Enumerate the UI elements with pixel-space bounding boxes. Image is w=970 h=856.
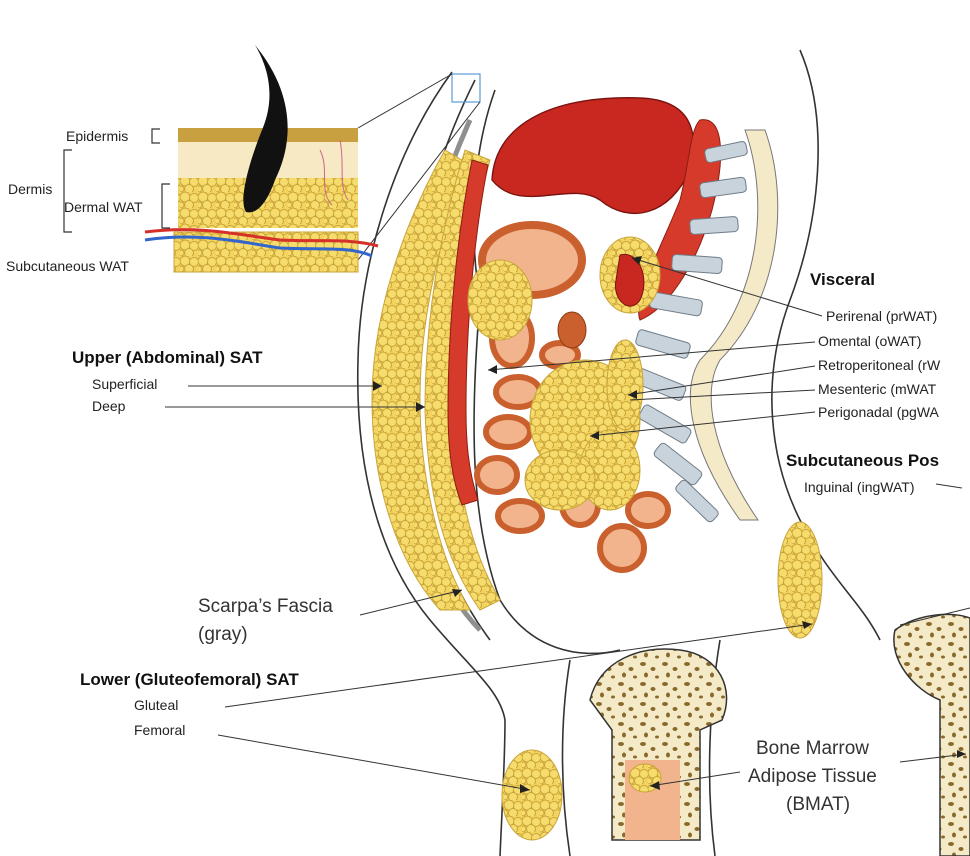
omental-fat [467,259,533,341]
superficial-sat [371,149,471,611]
bmat-label-line1: Bone Marrow [756,738,869,759]
arrowheads [373,256,966,793]
lower-sat-femoral: Femoral [134,722,186,738]
vertebra [635,329,691,359]
epidermis-label: Epidermis [66,128,129,144]
dermis-bracket [63,149,72,233]
femoral-pointer [217,734,531,791]
dermal-wat-bracket [161,183,170,229]
inset-target-box [451,73,481,103]
visceral-item-perirenal: Perirenal (prWAT) [826,308,938,324]
vertebra [671,254,723,274]
perigonadal-pointer [589,411,816,437]
bmat-label-line2: Adipose Tissue [748,766,877,787]
perirenal-pointer [631,257,823,317]
arrowhead [416,402,425,412]
nerve-fibers [319,139,349,206]
dermis-label: Dermis [8,181,53,197]
bmat-label-line3: (BMAT) [786,794,851,815]
vertebra [704,141,748,163]
vertebra [689,216,739,235]
bmat-pointer [649,771,741,787]
arrowhead [488,365,497,374]
lower-sat-gluteal: Gluteal [134,697,179,713]
blood-vessel-blue [144,235,373,258]
arrowhead [590,431,599,440]
organ-loop [557,311,587,349]
groin-outline [708,639,721,856]
bmat-right-pointer [899,753,967,763]
arrowhead [632,256,642,265]
retroperitoneal-pointer [627,365,816,396]
dermal-wat-label: Dermal WAT [64,199,143,215]
upper-sat-deep: Deep [92,398,126,414]
liver [491,97,695,215]
femur-head [589,648,728,841]
femur-right [893,613,970,856]
omental-pointer [487,341,816,371]
gluteal-pointer [224,623,813,708]
inset-connector-top [357,73,453,129]
front-body-outline [356,71,506,856]
skin-inset [144,45,481,273]
upper-sat-title: Upper (Abdominal) SAT [72,348,263,367]
vertebra [638,404,692,444]
subcutaneous-posterior-inguinal: Inguinal (ingWAT) [804,479,915,495]
lower-sat-title: Lower (Gluteofemoral) SAT [80,670,299,689]
inset-connector-bottom [357,101,481,261]
arrowhead [628,390,637,399]
back-body-outline [771,49,881,641]
organ-loop [625,491,671,529]
inset-brackets [63,128,170,233]
visceral-item-retroperitoneal: Retroperitoneal (rW [818,357,941,373]
pointer-lines [165,257,970,791]
thigh-outline [561,659,571,856]
organ-loop [597,523,647,573]
subcut-posterior-pointer [899,607,970,626]
arrowhead [957,750,966,758]
upper-sat-superficial: Superficial [92,376,158,392]
femur [589,648,728,841]
scarpa-pointer [359,589,463,616]
blood-vessel-red [144,228,379,248]
vertebra [675,479,719,523]
gut-fat [524,449,596,511]
subcutaneous-wat-label: Subcutaneous WAT [6,258,129,274]
vertebra [653,442,703,486]
mesenteric-pointer [629,389,816,401]
inguinal-pointer [935,483,963,489]
vertebra [699,176,747,199]
organ-loop [474,455,520,495]
hair-follicle [243,45,288,213]
inguinal-fat [777,521,823,639]
visceral-item-mesenteric: Mesenteric (mWAT [818,381,937,397]
epidermis-bracket [151,128,160,144]
femur-right-head [893,613,970,856]
arrowhead [650,781,660,790]
scarpa-fascia-note: (gray) [198,624,248,645]
arrowhead [373,381,382,391]
visceral-item-omental: Omental (oWAT) [818,333,922,349]
scarpa-fascia-label: Scarpa’s Fascia [198,596,333,617]
visceral-title: Visceral [810,270,875,289]
femoral-fat [501,749,563,841]
organ-loop [495,498,545,534]
arrowhead [802,621,812,629]
organ-loop [483,414,533,450]
arrowhead [452,589,462,597]
vertebra [649,291,703,317]
visceral-item-perigonadal: Perigonadal (pgWA [818,404,939,420]
retroperitoneal-fat [606,339,644,431]
arrowhead [520,784,530,793]
subcutaneous-posterior-title: Subcutaneous Pos [786,451,940,470]
